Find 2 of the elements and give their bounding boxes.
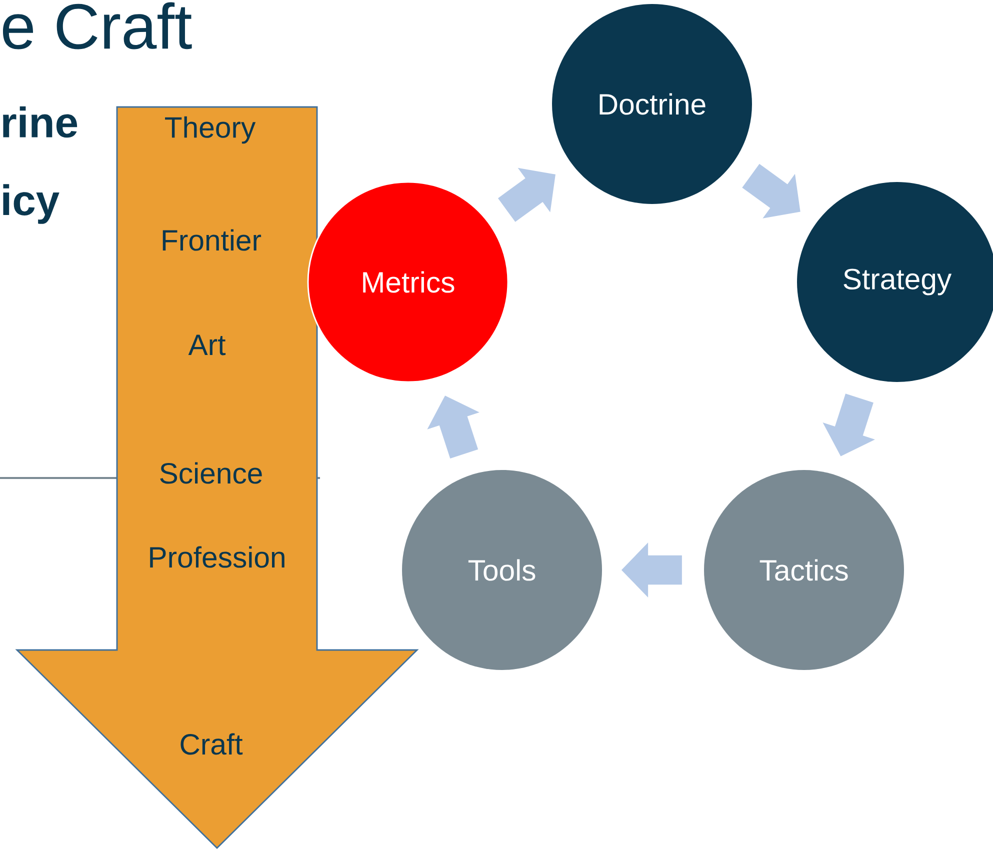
block-arrow (498, 168, 556, 222)
title-text: e Craft (3, 2, 192, 50)
